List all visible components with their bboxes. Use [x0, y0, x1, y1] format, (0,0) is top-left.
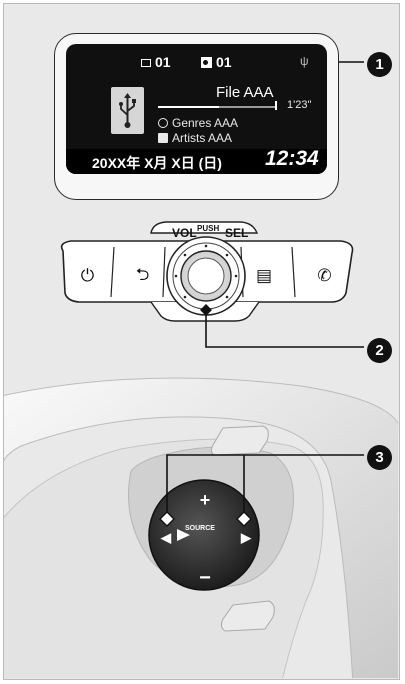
- genre-icon: [158, 118, 168, 128]
- elapsed-time: 1'23'': [287, 99, 312, 111]
- vol-label: VOL: [172, 226, 197, 240]
- genre-row: Genres AAA: [158, 116, 238, 130]
- callout-2-leader: [205, 310, 364, 348]
- display-screen: 01 01 ψ File AAA: [66, 44, 327, 174]
- menu-button[interactable]: ▤: [242, 257, 286, 295]
- seek-right-button[interactable]: ▶: [241, 530, 251, 545]
- menu-icon: ▤: [255, 266, 273, 285]
- folder-icon: [141, 59, 151, 67]
- push-label: PUSH: [197, 224, 220, 233]
- clock-display: 12:34: [265, 147, 319, 170]
- usb-icon: [111, 87, 144, 134]
- artist-row: Artists AAA: [158, 131, 232, 145]
- folder-number: 01: [155, 54, 171, 70]
- callout-1: 1: [367, 52, 392, 77]
- phone-button[interactable]: ✆: [298, 257, 351, 295]
- track-number: 01: [216, 54, 232, 70]
- callout-2: 2: [367, 338, 392, 363]
- figure-art: [4, 54, 398, 678]
- panel-top-tab: [150, 221, 259, 234]
- volume-up-button[interactable]: +: [199, 489, 211, 510]
- volume-down-button[interactable]: −: [199, 566, 211, 589]
- steering-pad: [148, 479, 260, 591]
- playback-progress-bar[interactable]: [158, 106, 275, 108]
- back-button[interactable]: ⮌: [120, 257, 165, 295]
- artist-icon: [158, 133, 168, 143]
- power-button[interactable]: ⏻: [61, 257, 114, 295]
- folder-indicator: 01: [141, 54, 171, 70]
- genre-text: Genres AAA: [172, 116, 239, 130]
- track-title: File AAA: [216, 84, 274, 101]
- progress-end-marker: [275, 101, 277, 110]
- phone-icon: ✆: [317, 266, 332, 285]
- callout-3-leader: [166, 454, 364, 519]
- usb-indicator: ψ: [300, 54, 309, 68]
- track-indicator: 01: [201, 54, 232, 70]
- power-icon: ⏻: [80, 266, 95, 285]
- date-display: 20XX年 X月 X日 (日): [92, 155, 222, 171]
- status-bar: [66, 149, 327, 174]
- callout-3: 3: [367, 445, 392, 470]
- sel-label: SEL: [225, 226, 249, 240]
- playback-progress-fill: [158, 106, 219, 108]
- artist-text: Artists AAA: [172, 131, 233, 145]
- figure-frame: 01 01 ψ File AAA: [3, 3, 400, 680]
- back-icon: ⮌: [135, 264, 150, 284]
- source-button-label[interactable]: SOURCE: [185, 525, 215, 532]
- seek-left-button[interactable]: ◀: [161, 530, 171, 545]
- vol-select-knob[interactable]: [184, 254, 234, 304]
- music-note-icon: [201, 57, 212, 68]
- steering-rim: [4, 377, 398, 678]
